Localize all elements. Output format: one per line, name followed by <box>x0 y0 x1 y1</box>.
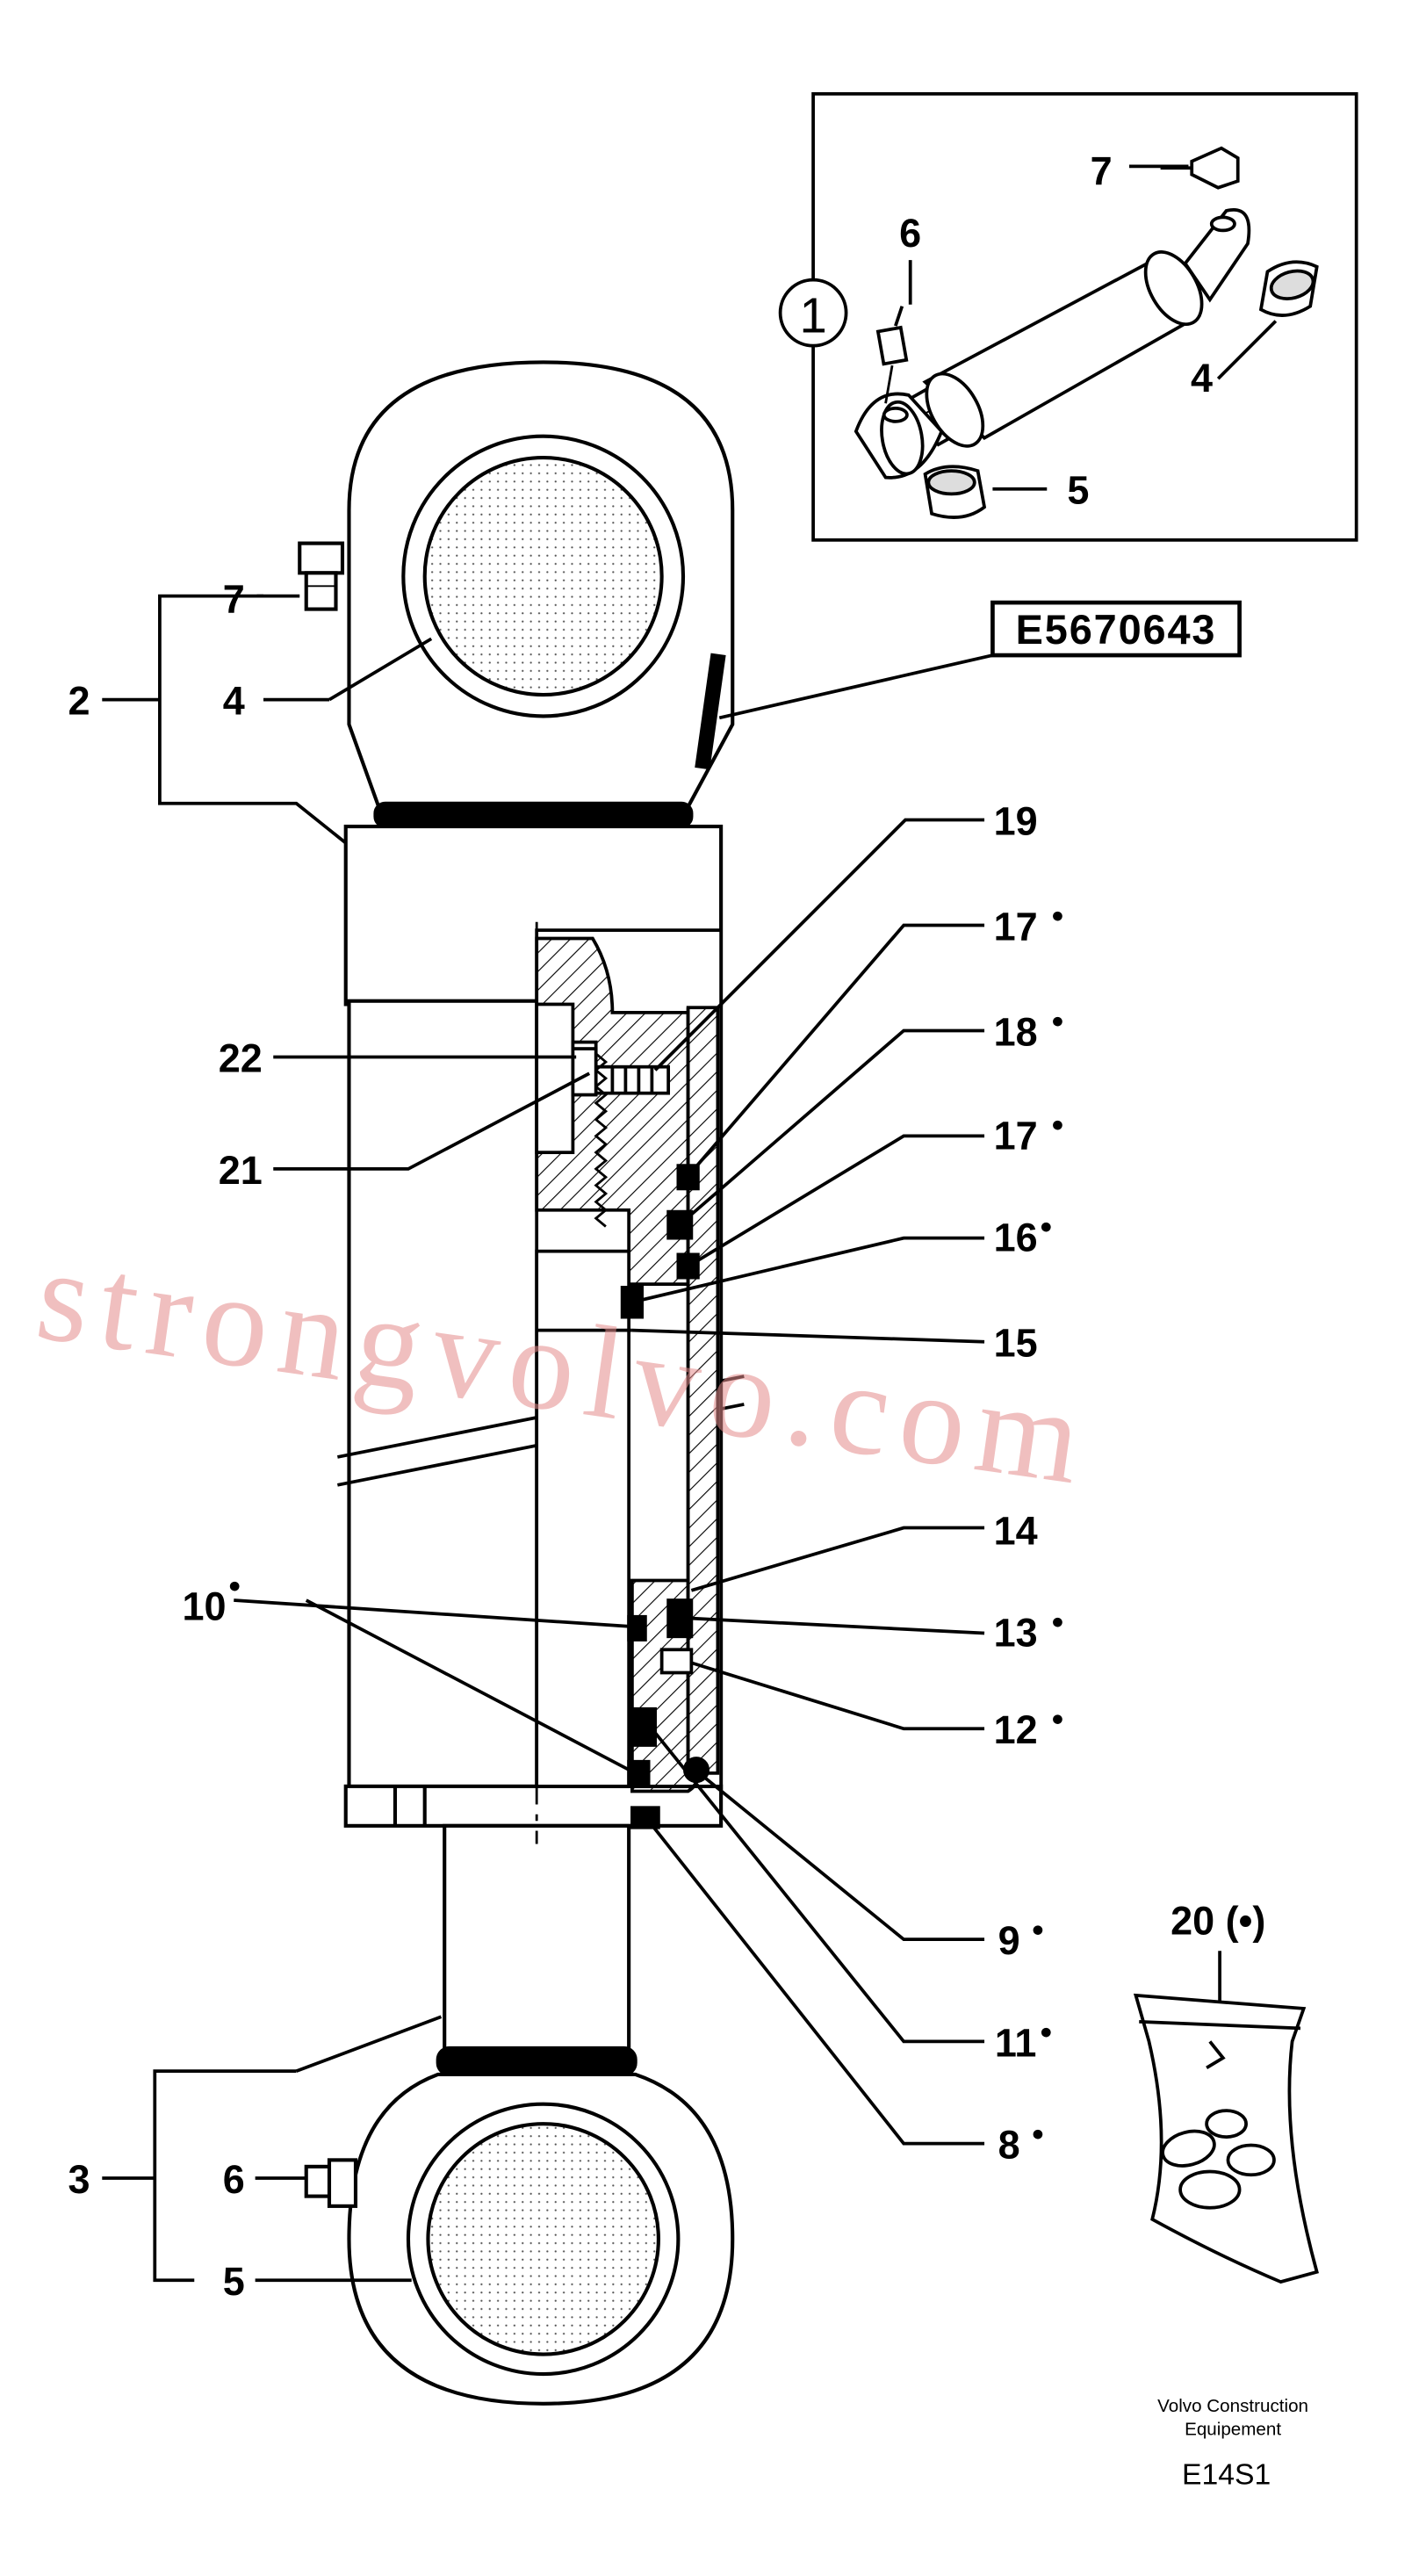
inset-label-4: 4 <box>1191 356 1213 400</box>
kit-marker-13: • <box>1052 1604 1063 1641</box>
label-9: 9 <box>998 1918 1020 1963</box>
seal-kit-bag <box>1133 1993 1320 2284</box>
base-end-bushing <box>426 2122 660 2356</box>
label-3: 3 <box>68 2157 90 2202</box>
seal-18 <box>666 1209 694 1240</box>
label-22: 22 <box>219 1035 263 1080</box>
nut-22 <box>571 1047 598 1097</box>
label-2: 2 <box>68 679 90 724</box>
seal-17b <box>676 1252 700 1280</box>
seal-12 <box>659 1648 694 1675</box>
kit-marker-9: • <box>1032 1911 1043 1948</box>
label-17-upper: 17 <box>994 904 1038 949</box>
seal-10a <box>627 1614 647 1642</box>
kit-marker-17-upper: • <box>1052 897 1063 934</box>
label-17-lower: 17 <box>994 1113 1038 1158</box>
inset-bushing-base <box>923 465 987 519</box>
inset-label-6: 6 <box>899 211 921 256</box>
label-20: 20 (•) <box>1170 1899 1265 1944</box>
grease-nipple-bottom <box>304 2158 358 2208</box>
leader-lines <box>102 594 1221 2283</box>
grease-nipple-top <box>298 541 345 611</box>
kit-marker-10: • <box>229 1567 241 1604</box>
label-16: 16 <box>994 1216 1038 1260</box>
label-5: 5 <box>223 2259 245 2304</box>
piston-rod <box>443 1823 631 2059</box>
screw-19 <box>594 1064 671 1095</box>
rod-end-bushing <box>422 456 664 697</box>
seal-11 <box>630 1707 658 1747</box>
section-cutaway <box>535 921 723 1844</box>
identification-stripe <box>695 653 726 770</box>
label-14: 14 <box>994 1508 1038 1553</box>
seal-10b <box>627 1759 651 1786</box>
label-19: 19 <box>994 798 1038 843</box>
seal-8 <box>630 1806 660 1829</box>
seal-13 <box>666 1598 694 1639</box>
label-7: 7 <box>223 576 245 621</box>
circled-callout: 1 <box>778 278 848 348</box>
kit-markers: • • • • • • • • • • <box>229 897 1063 2152</box>
reference-code-box: E5670643 <box>990 600 1242 658</box>
wiper-band-top <box>373 801 694 829</box>
exploded-inset: 1 <box>778 91 1358 542</box>
reference-code-text: E5670643 <box>1016 607 1217 653</box>
rod-section <box>535 1249 631 1788</box>
kit-marker-16: • <box>1041 1209 1052 1245</box>
wiper-band-bottom <box>436 2046 637 2076</box>
label-10: 10 <box>183 1584 227 1629</box>
circled-callout-number: 1 <box>799 288 826 343</box>
inset-cylinder <box>854 146 1251 480</box>
inset-label-5: 5 <box>1067 468 1089 513</box>
inset-label-7: 7 <box>1091 148 1113 193</box>
figure-code: E14S1 <box>1182 2458 1271 2492</box>
kit-marker-17-lower: • <box>1052 1106 1063 1143</box>
label-15: 15 <box>994 1321 1038 1366</box>
footer: Volvo Construction Equipement E14S1 <box>1157 2396 1308 2491</box>
seal-16 <box>620 1286 645 1319</box>
label-8: 8 <box>998 2122 1020 2167</box>
label-13: 13 <box>994 1611 1038 1656</box>
label-18: 18 <box>994 1009 1038 1054</box>
kit-marker-11: • <box>1041 2013 1052 2050</box>
label-21: 21 <box>219 1148 263 1193</box>
kit-marker-8: • <box>1032 2115 1043 2152</box>
inset-leaders <box>908 164 1278 491</box>
label-6: 6 <box>223 2157 245 2202</box>
kit-marker-18: • <box>1052 1002 1063 1039</box>
label-4: 4 <box>223 679 245 724</box>
kit-marker-12: • <box>1052 1700 1063 1737</box>
company-line-1: Volvo Construction <box>1157 2396 1308 2416</box>
lock-washer-21 <box>594 1052 609 1228</box>
part-labels: 7 2 4 19 17 18 22 17 21 16 15 14 10 13 1… <box>68 576 1266 2304</box>
inset-bushing-rod <box>1258 260 1319 317</box>
company-line-2: Equipement <box>1185 2419 1281 2439</box>
label-12: 12 <box>994 1707 1038 1752</box>
label-11: 11 <box>995 2020 1037 2065</box>
